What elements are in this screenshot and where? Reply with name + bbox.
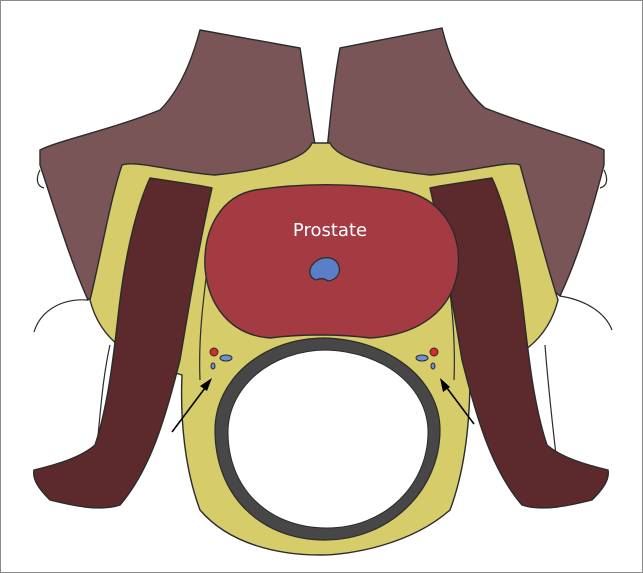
left-artery	[210, 348, 218, 356]
rectal-lumen	[228, 350, 428, 528]
right-artery	[430, 348, 438, 356]
prostate-label: Prostate	[293, 220, 367, 241]
right-nerve	[431, 363, 435, 369]
right-vein	[416, 355, 428, 361]
left-nerve	[211, 363, 215, 369]
left-vein	[220, 355, 232, 361]
right-contour-line	[560, 296, 612, 330]
right-lower-contour-line	[545, 345, 556, 455]
left-contour-line	[34, 300, 88, 332]
